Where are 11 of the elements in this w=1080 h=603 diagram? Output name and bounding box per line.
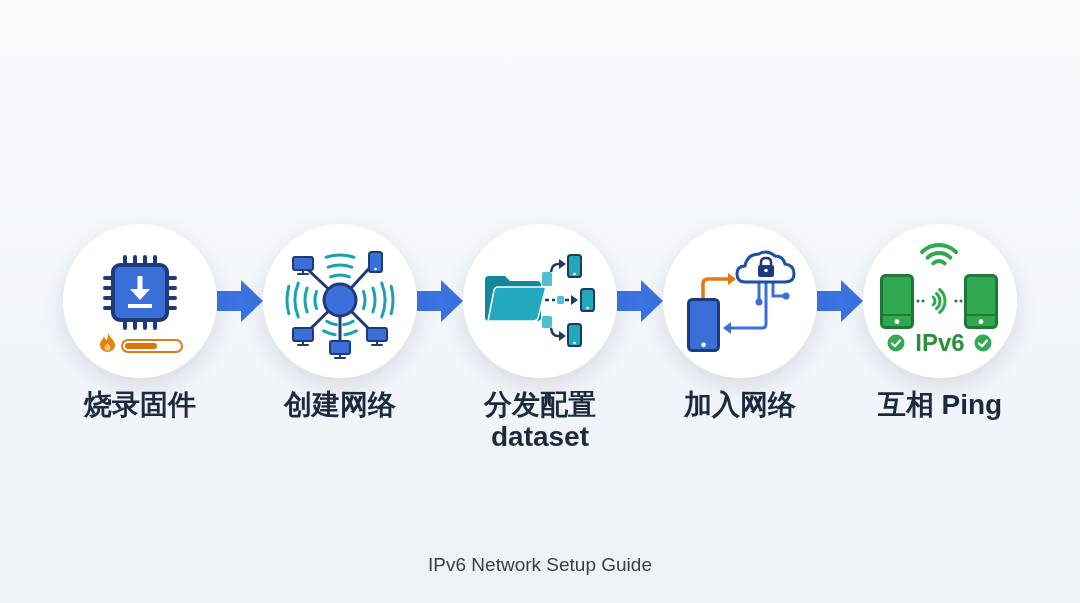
arrow [817, 280, 863, 322]
step-label: 互相 Ping [877, 389, 1003, 421]
step-label: 加入网络 [684, 389, 796, 421]
caption: IPv6 Network Setup Guide [428, 553, 652, 577]
step-label: 分发配置 dataset [483, 389, 597, 453]
arrow [217, 280, 263, 322]
arrow [417, 280, 463, 322]
step-label: 烧录固件 [84, 389, 196, 421]
protocol-text: IPv6 [915, 329, 965, 357]
arrow [617, 280, 663, 322]
step-label: 创建网络 [284, 389, 396, 421]
